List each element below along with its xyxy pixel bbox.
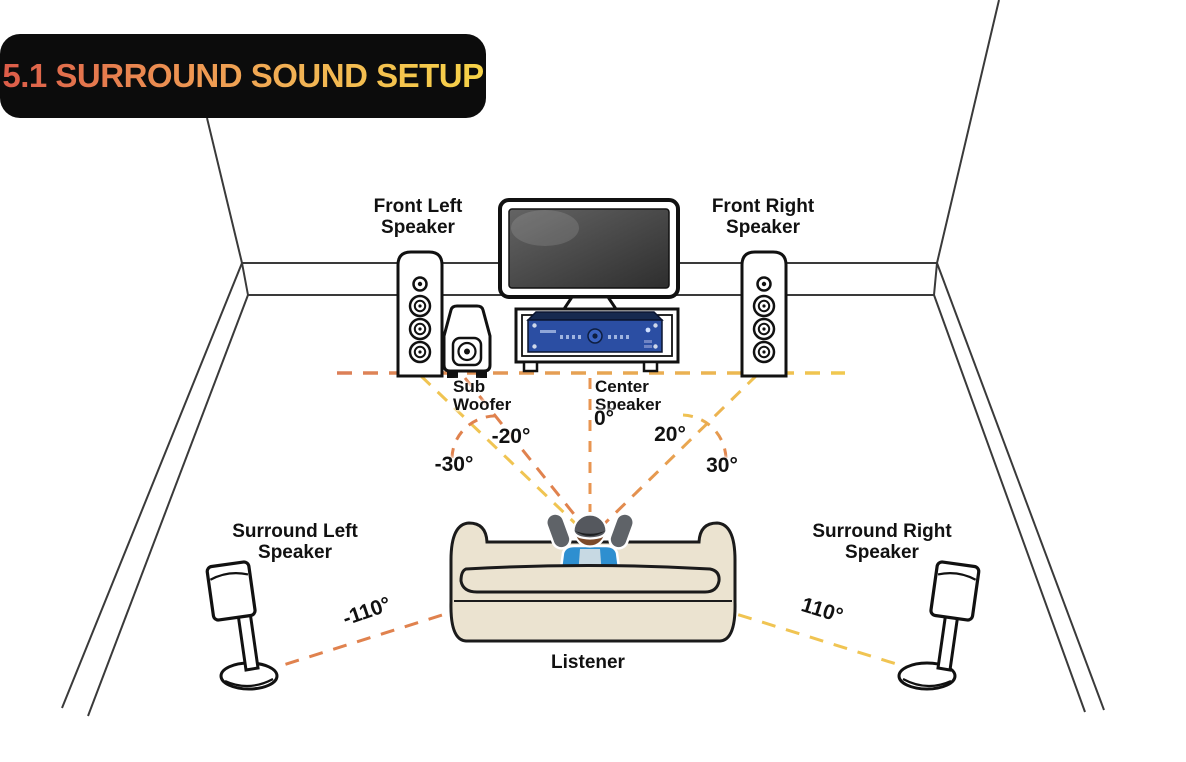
page-title: 5.1 SURROUND SOUND SETUP xyxy=(2,57,484,94)
angle-pos20-label: 20° xyxy=(654,423,686,446)
couch xyxy=(449,512,737,643)
angle-neg30-label: -30° xyxy=(434,453,474,476)
surround-right-speaker-label: Surround Right Speaker xyxy=(812,521,952,563)
subwoofer-line xyxy=(463,377,587,529)
front-right-speaker-label: Front Right Speaker xyxy=(711,196,815,238)
listener-label: Listener xyxy=(551,652,625,673)
subwoofer-graphic xyxy=(442,304,492,378)
title-banner: 5.1 SURROUND SOUND SETUP xyxy=(0,34,486,118)
center-speaker-label: Center Speaker xyxy=(595,377,662,414)
front-left-speaker-label: Front Left Speaker xyxy=(373,196,463,238)
front-right-tower-speaker-graphic xyxy=(740,250,788,378)
receiver-icon xyxy=(526,311,664,353)
angle-pos30-label: 30° xyxy=(706,454,738,477)
surround-left-speaker-graphic xyxy=(205,560,279,691)
surround-left-speaker-label: Surround Left Speaker xyxy=(232,521,358,563)
tv-icon xyxy=(498,198,680,311)
angle-arc-right xyxy=(682,413,728,459)
surround-right-speaker-graphic xyxy=(897,560,981,691)
front-left-tower-speaker-graphic xyxy=(396,250,444,378)
angle-arc-left xyxy=(450,414,500,459)
angle-0-label: 0° xyxy=(594,407,615,430)
angle-neg20-label: -20° xyxy=(491,425,531,448)
subwoofer-label: Sub Woofer xyxy=(453,377,512,414)
